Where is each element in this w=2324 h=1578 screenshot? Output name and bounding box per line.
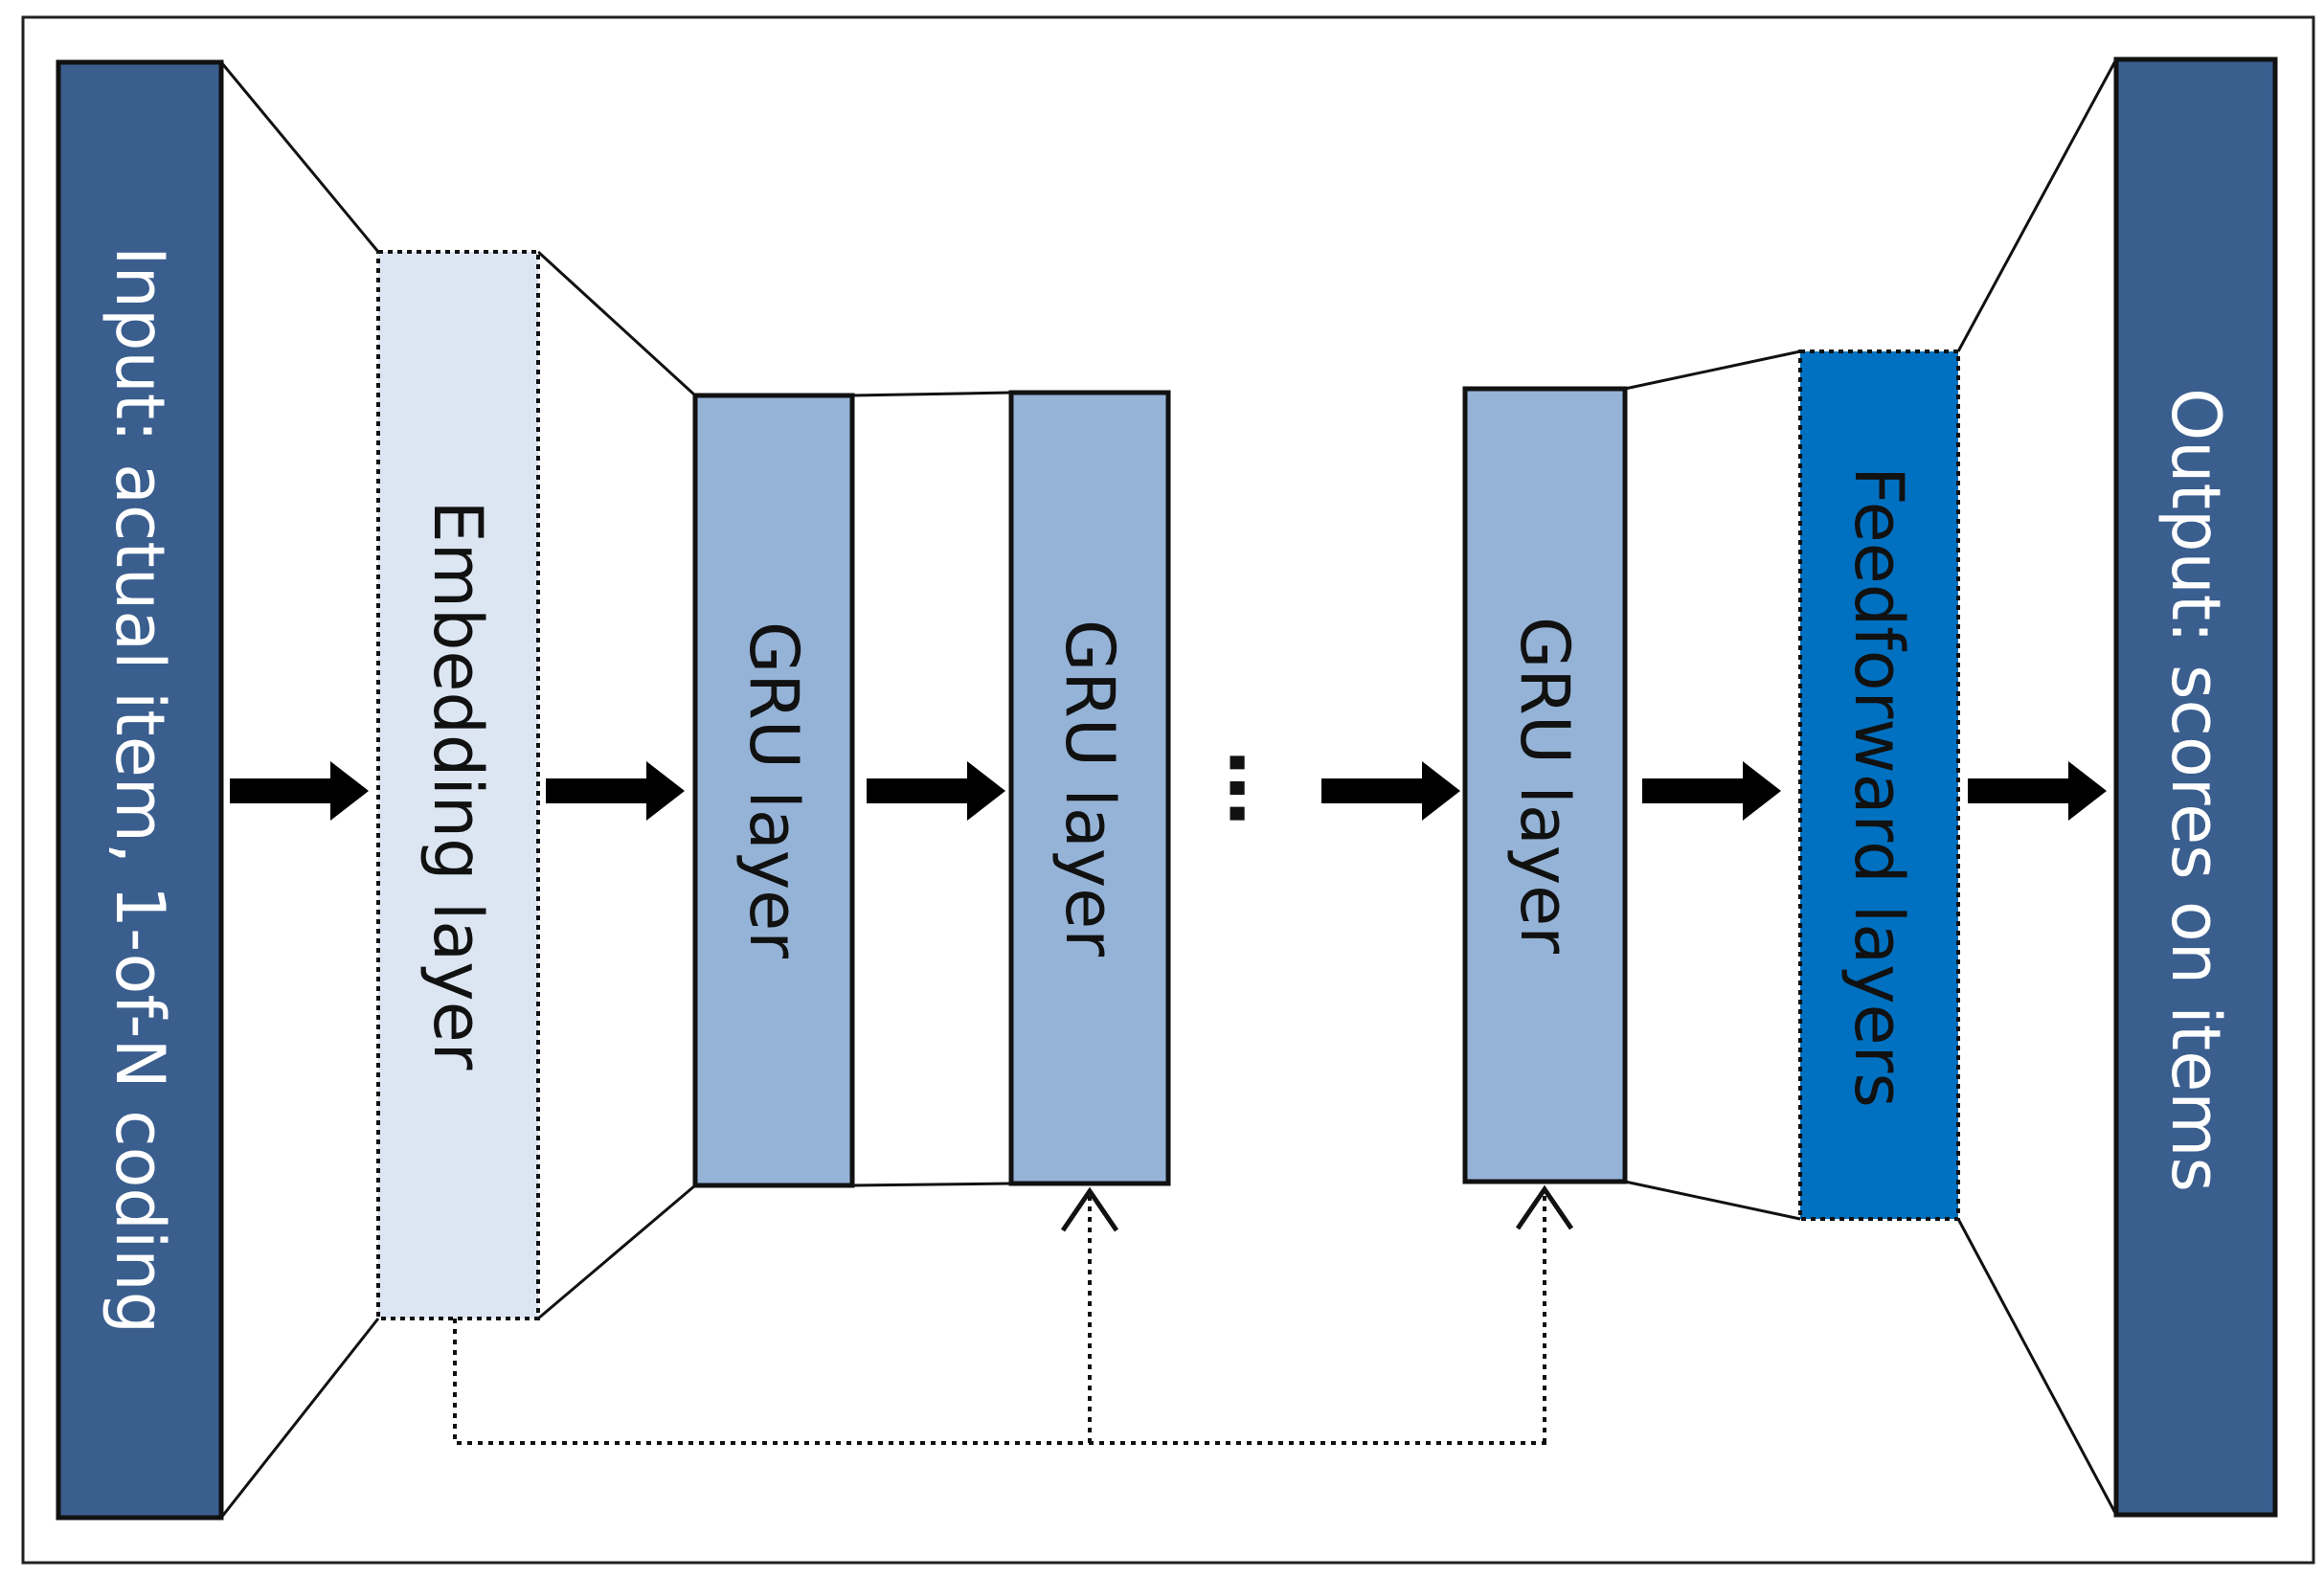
embedding-gru1-top-line [536, 250, 697, 397]
connector-lines [219, 58, 2118, 1519]
gru-layer-1-label: GRU layer [734, 621, 813, 958]
arrow-ellipsis-to-gru3 [1321, 761, 1460, 821]
output-layer-label: Output: scores on items [2156, 388, 2235, 1192]
feedforward-layer-box [1798, 349, 1960, 1221]
embedding-gru1-bottom-line [537, 1184, 696, 1320]
arrow-embedding-to-gru1 [546, 761, 685, 821]
gru-layer-3-box [1462, 386, 1628, 1184]
arrow-gru3-to-feedforward [1642, 761, 1781, 821]
gru-layer-1-box [692, 393, 855, 1188]
feedforward-output-top-line [1956, 58, 2118, 352]
gru-layer-2-box [1008, 390, 1171, 1186]
gru3-feedforward-bottom-line [1624, 1180, 1801, 1221]
outer-frame [21, 15, 2315, 1565]
feedforward-layer-label: Feedforward layers [1839, 466, 1918, 1108]
skip-connections [453, 1191, 1546, 1445]
arrow-gru1-to-gru2 [867, 761, 1005, 821]
gru1-gru2-bottom-line [851, 1182, 1012, 1187]
output-layer-box [2113, 56, 2278, 1518]
skip-arrowhead-gru3 [1515, 1184, 1574, 1230]
feedforward-output-bottom-line [1956, 1218, 2118, 1516]
skip-arrowhead-gru2 [1060, 1186, 1119, 1232]
forward-arrows [230, 761, 2107, 821]
gru3-feedforward-top-line [1624, 349, 1801, 391]
input-embedding-bottom-line [219, 1318, 380, 1519]
skip-arrowheads [1060, 1184, 1574, 1232]
gru-layer-3-label: GRU layer [1505, 617, 1584, 954]
embedding-layer-label: Embedding layer [418, 501, 497, 1071]
input-embedding-top-line [219, 61, 380, 253]
input-layer-label: Input: actual item, 1-of-N coding [101, 246, 179, 1334]
arrow-feedforward-to-output [1968, 761, 2107, 821]
ellipsis-label: … [1212, 750, 1301, 826]
gru1-gru2-top-line [851, 391, 1012, 397]
input-layer-box [56, 59, 224, 1521]
embedding-layer-box [376, 250, 540, 1320]
gru-layer-2-label: GRU layer [1050, 620, 1129, 957]
skip-connection-path [453, 1319, 1546, 1445]
arrow-input-to-embedding [230, 761, 369, 821]
